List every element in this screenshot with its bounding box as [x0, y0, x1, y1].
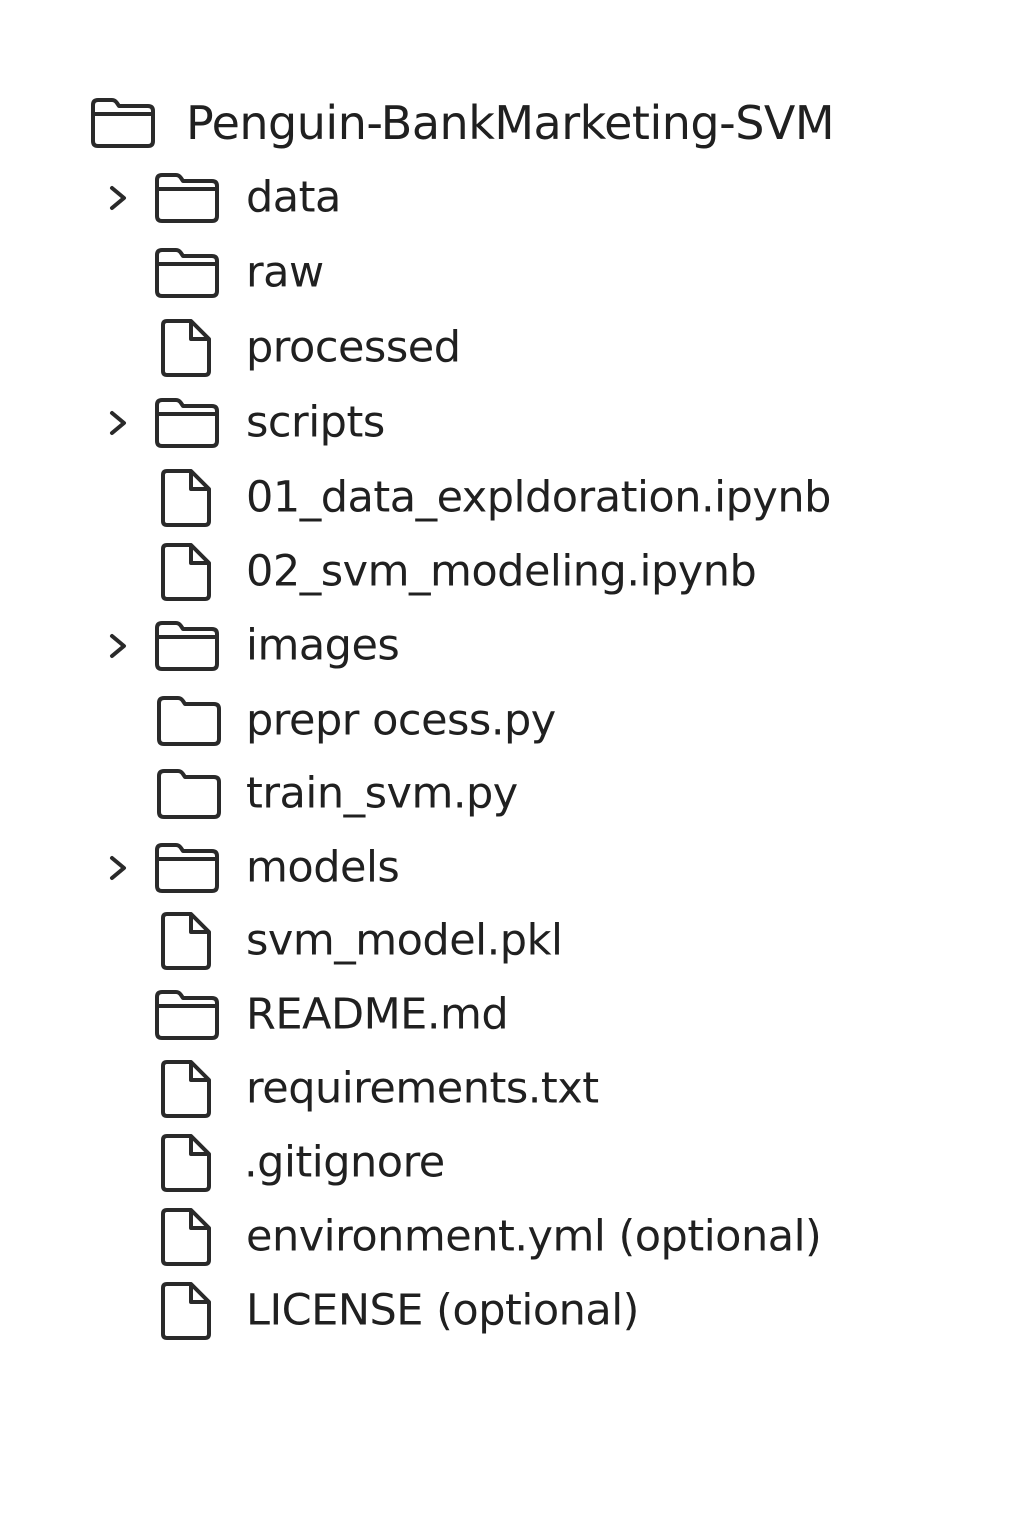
folder-icon: [154, 247, 220, 299]
tree-item-train-svm[interactable]: train_svm.py: [0, 757, 1024, 831]
file-icon: [159, 1281, 215, 1341]
chevron-right-icon[interactable]: [104, 403, 132, 443]
tree-item-label: LICENSE (optional): [246, 1285, 639, 1336]
folder-outline-icon: [156, 768, 222, 820]
tree-item-label: train_svm.py: [246, 768, 518, 819]
tree-item-label: prepr ocess.py: [246, 695, 556, 746]
tree-item-processed[interactable]: processed: [0, 311, 1024, 385]
file-icon: [159, 1059, 215, 1119]
tree-item-label: svm_model.pkl: [246, 915, 563, 966]
tree-root-label: Penguin-BankMarketing-SVM: [186, 96, 835, 150]
folder-icon: [154, 172, 220, 224]
folder-icon: [154, 989, 220, 1041]
tree-item-gitignore[interactable]: .gitignore: [0, 1126, 1024, 1200]
tree-item-label: 01_data_expldoration.ipynb: [246, 472, 831, 523]
tree-item-label: requirements.txt: [246, 1063, 599, 1114]
tree-item-label: processed: [246, 322, 461, 373]
tree-item-environment[interactable]: environment.yml (optional): [0, 1200, 1024, 1274]
folder-icon: [90, 97, 156, 149]
file-icon: [159, 542, 215, 602]
file-icon: [159, 318, 215, 378]
file-icon: [159, 1207, 215, 1267]
chevron-right-icon[interactable]: [104, 848, 132, 888]
tree-root[interactable]: Penguin-BankMarketing-SVM: [0, 86, 1024, 160]
folder-outline-icon: [156, 695, 222, 747]
file-icon: [159, 468, 215, 528]
tree-item-readme[interactable]: README.md: [0, 978, 1024, 1052]
folder-icon: [154, 842, 220, 894]
folder-icon: [154, 397, 220, 449]
tree-item-label: .gitignore: [244, 1137, 445, 1188]
tree-item-requirements[interactable]: requirements.txt: [0, 1052, 1024, 1126]
tree-item-images[interactable]: images: [0, 609, 1024, 683]
tree-item-notebook-exploration[interactable]: 01_data_expldoration.ipynb: [0, 461, 1024, 535]
tree-item-label: models: [246, 842, 400, 893]
tree-item-label: README.md: [246, 989, 509, 1040]
tree-item-data[interactable]: data: [0, 161, 1024, 235]
tree-item-license[interactable]: LICENSE (optional): [0, 1274, 1024, 1348]
tree-item-models[interactable]: models: [0, 831, 1024, 905]
tree-item-label: scripts: [246, 397, 385, 448]
tree-item-label: environment.yml (optional): [246, 1211, 822, 1262]
chevron-right-icon[interactable]: [104, 626, 132, 666]
tree-item-label: images: [246, 620, 400, 671]
tree-item-label: data: [246, 172, 341, 223]
file-icon: [159, 1133, 215, 1193]
tree-item-svm-model[interactable]: svm_model.pkl: [0, 904, 1024, 978]
tree-item-notebook-modeling[interactable]: 02_svm_modeling.ipynb: [0, 535, 1024, 609]
tree-item-scripts[interactable]: scripts: [0, 386, 1024, 460]
tree-item-label: raw: [246, 247, 324, 298]
tree-item-preprocess[interactable]: prepr ocess.py: [0, 684, 1024, 758]
tree-item-label: 02_svm_modeling.ipynb: [246, 546, 757, 597]
folder-icon: [154, 620, 220, 672]
chevron-right-icon[interactable]: [104, 178, 132, 218]
file-icon: [159, 911, 215, 971]
tree-item-raw[interactable]: raw: [0, 236, 1024, 310]
